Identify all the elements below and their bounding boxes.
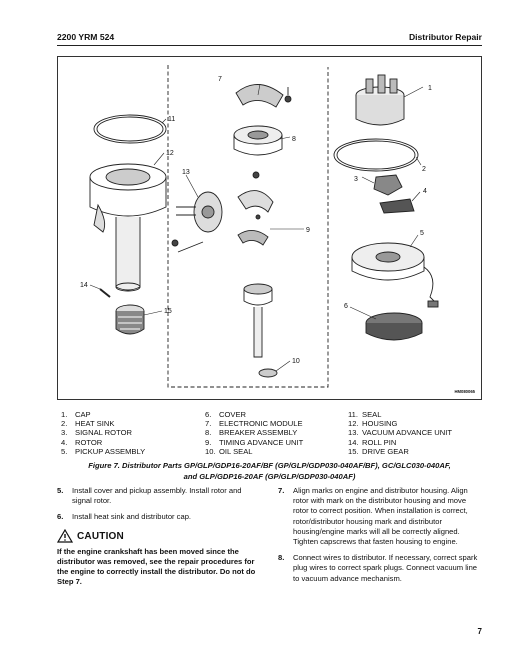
legend-item: 15.DRIVE GEAR xyxy=(348,446,409,456)
housing-drawing xyxy=(89,163,167,292)
distributor-shaft-drawing xyxy=(243,283,273,358)
legend-column-3: 11.SEAL 12.HOUSING 13.VACUUM ADVANCE UNI… xyxy=(348,410,452,456)
callout-12: 12 xyxy=(166,150,174,157)
callout-7: 7 xyxy=(218,76,222,83)
exploded-parts-figure: 7 1 2 3 4 5 6 8 9 10 11 12 13 14 15 HM08… xyxy=(57,56,482,400)
callout-3: 3 xyxy=(354,176,358,183)
step-6: 6.Install heat sink and distributor cap. xyxy=(57,512,192,522)
drive-gear-drawing xyxy=(115,304,145,335)
caption-line-2: and GLP/GDP16-20AF (GP/GLP/GDP030-040AF) xyxy=(183,471,356,481)
callout-5: 5 xyxy=(420,230,424,237)
legend-item: 1.CAP xyxy=(61,410,91,419)
legend-item: 12.HOUSING xyxy=(348,419,398,429)
legend-item: 11.SEAL xyxy=(348,410,382,419)
timing-advance-drawing xyxy=(237,171,274,246)
distributor-exploded-drawing: 7 1 2 3 4 5 6 8 9 10 11 12 13 14 15 xyxy=(80,65,439,388)
distributor-cap-drawing xyxy=(355,74,405,126)
legend-item: 10.OIL SEAL xyxy=(205,446,253,456)
signal-rotor-drawing xyxy=(373,174,403,196)
oil-seal-drawing xyxy=(258,368,278,378)
legend-item: 8.BREAKER ASSEMBLY xyxy=(205,428,298,438)
legend-item: 2.HEAT SINK xyxy=(61,419,115,429)
legend-item: 9.TIMING ADVANCE UNIT xyxy=(205,437,304,447)
header-rule xyxy=(57,45,482,46)
header-section-title: Distributor Repair xyxy=(408,32,482,42)
legend-item: 7.ELECTRONIC MODULE xyxy=(205,419,303,429)
page-number: 7 xyxy=(477,627,482,636)
legend-item: 3.SIGNAL ROTOR xyxy=(61,428,132,438)
electronic-module-drawing xyxy=(235,84,292,108)
breaker-assembly-drawing xyxy=(233,125,283,156)
vacuum-advance-drawing xyxy=(171,191,223,253)
heat-sink-ring xyxy=(333,138,419,172)
callout-1: 1 xyxy=(428,85,432,92)
legend-column-2: 6.COVER 7.ELECTRONIC MODULE 8.BREAKER AS… xyxy=(205,410,303,456)
callout-15: 15 xyxy=(164,308,172,315)
callout-leader-lines xyxy=(89,83,424,372)
figure-code: HM080065 xyxy=(454,389,476,394)
callout-13: 13 xyxy=(182,169,190,176)
legend-item: 5.PICKUP ASSEMBLY xyxy=(61,446,146,456)
right-text-column: 7.Align marks on engine and distributor … xyxy=(278,486,483,590)
caution-header: CAUTION xyxy=(57,528,262,545)
step-5: 5.Install cover and pickup assembly. Ins… xyxy=(57,486,242,506)
callout-6: 6 xyxy=(344,303,348,310)
callout-10: 10 xyxy=(292,358,300,365)
caution-title: CAUTION xyxy=(77,530,124,542)
figure-caption: Figure 7. Distributor Parts GP/GLP/GDP16… xyxy=(57,461,482,482)
legend-item: 6.COVER xyxy=(205,410,247,419)
warning-triangle-icon xyxy=(57,528,73,543)
caption-line-1: Figure 7. Distributor Parts GP/GLP/GDP16… xyxy=(88,461,451,470)
assembly-guide-lines xyxy=(167,65,329,388)
cover-drawing xyxy=(365,312,423,341)
roll-pin-drawing xyxy=(99,288,111,298)
step-7: 7.Align marks on engine and distributor … xyxy=(278,486,468,547)
legend-item: 14.ROLL PIN xyxy=(348,437,397,447)
rotor-drawing xyxy=(379,198,415,214)
pickup-assembly-drawing xyxy=(351,242,439,308)
legend-item: 13.VACUUM ADVANCE UNIT xyxy=(348,428,453,438)
legend-item: 4.ROTOR xyxy=(61,437,103,447)
legend-column-1: 1.CAP 2.HEAT SINK 3.SIGNAL ROTOR 4.ROTOR… xyxy=(61,410,145,456)
seal-ring xyxy=(93,114,167,144)
caution-text: If the engine crankshaft has been moved … xyxy=(57,546,256,587)
callout-14: 14 xyxy=(80,282,88,289)
header-manual-code: 2200 YRM 524 xyxy=(57,32,115,42)
callout-2: 2 xyxy=(422,166,426,173)
callout-9: 9 xyxy=(306,227,310,234)
left-text-column: 5.Install cover and pickup assembly. Ins… xyxy=(57,486,262,587)
step-8: 8.Connect wires to distributor. If neces… xyxy=(278,553,478,583)
callout-8: 8 xyxy=(292,136,296,143)
callout-4: 4 xyxy=(423,188,427,195)
callout-11: 11 xyxy=(168,116,175,123)
